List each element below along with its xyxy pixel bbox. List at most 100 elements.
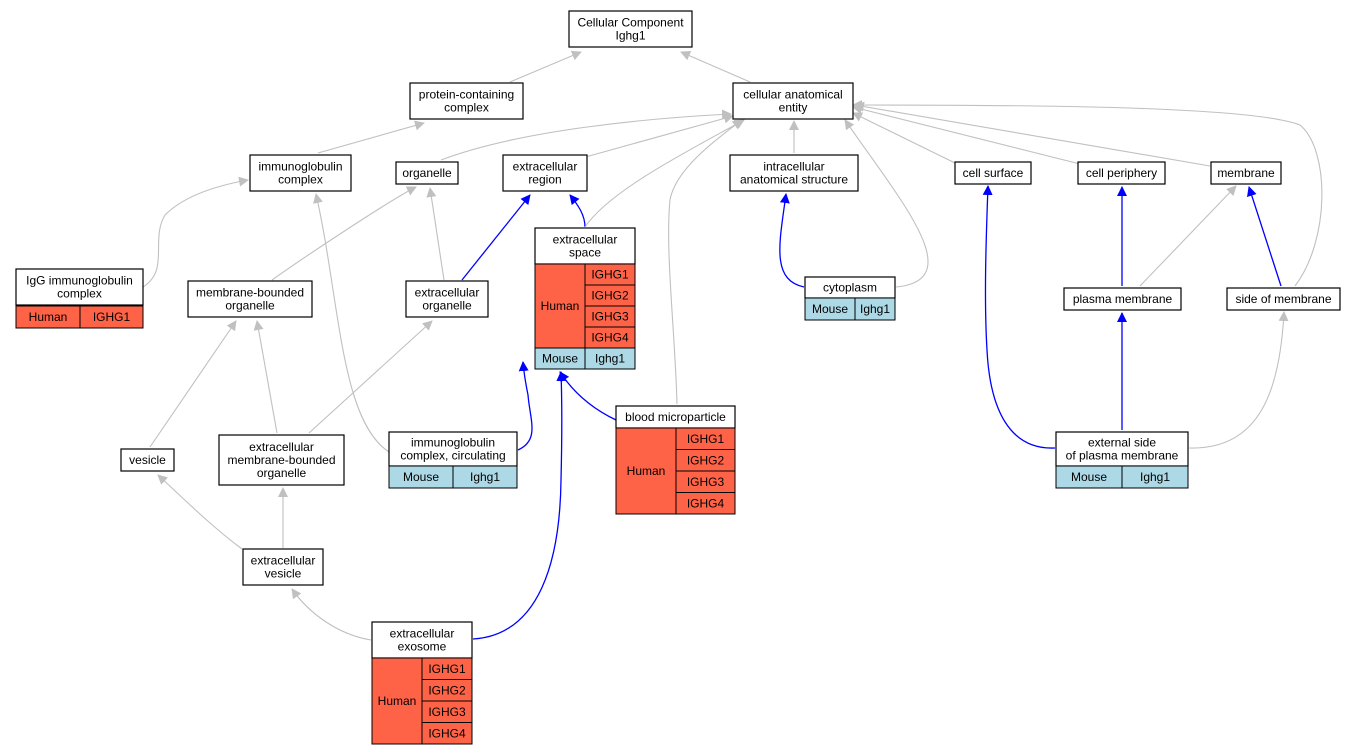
species-cell [615,427,677,515]
node-box [242,548,324,586]
node-label-line: immunoglobulin [411,436,495,450]
node-label-line: exosome [398,640,447,654]
gene-label: IGHG2 [687,453,725,467]
edge-side-membrane-to-membrane [1247,186,1282,287]
node-label-line: intracellular [763,160,824,174]
node-label-line: protein-containing [419,88,514,102]
gene-label: IGHG1 [591,268,629,282]
edge-ext-organelle-to-ext-region [461,194,531,281]
node-label-line: extracellular [249,440,314,454]
node-membrane[interactable]: membrane [1210,161,1282,185]
gene-cell [854,297,896,321]
edge-ig-circulating-to-ext-space [517,361,533,451]
node-label-line: Cellular Component [577,16,684,30]
species-label: Mouse [542,352,578,366]
edge-igg-complex-to-ig-complex [142,176,249,288]
edge-side-membrane-to-cae [852,100,1323,287]
gene-label: IGHG1 [428,662,466,676]
node-label-line: extracellular [415,286,480,300]
gene-cell [452,465,518,489]
node-box [1063,287,1182,311]
gene-label: Ighg1 [1140,470,1170,484]
node-label-line: Ighg1 [615,29,645,43]
edge-ext-side-pm-to-cell-surface [982,185,1056,449]
node-label-line: organelle [402,166,452,180]
node-cell-surface[interactable]: cell surface [954,161,1032,185]
node-box [409,82,524,120]
node-box [729,154,859,192]
gene-label: Ighg1 [470,470,500,484]
edge-mb-organelle-to-organelle [271,186,417,281]
node-plasma-membrane[interactable]: plasma membrane [1063,287,1182,311]
node-label-line: vesicle [129,453,166,467]
species-label: Mouse [403,470,439,484]
gene-label: IGHG2 [428,683,466,697]
species-label: Human [541,299,580,313]
edge-cytoplasm-to-intra-struct [779,193,805,288]
node-cell-periphery[interactable]: cell periphery [1077,161,1166,185]
node-blood-microparticle[interactable]: blood microparticleHumanIGHG1IGHG2IGHG3I… [615,405,736,515]
node-ext-exosome[interactable]: extracellularexosomeHumanIGHG1IGHG2IGHG3… [371,621,473,745]
edge-ext-mb-organelle-to-ext-organelle [308,320,433,434]
node-box [1077,161,1166,185]
node-box [534,227,636,265]
node-organelle[interactable]: organelle [395,161,459,185]
edge-ext-vesicle-to-vesicle [157,474,243,550]
node-box [218,434,345,486]
edge-ig-complex-to-protein-complex [317,120,425,154]
node-label-line: complex [278,173,323,187]
edge-cell-periphery-to-cae [852,104,1081,165]
node-label-line: anatomical structure [740,173,848,187]
gene-cell [1121,465,1189,489]
gene-label: IGHG1 [687,432,725,446]
node-label-line: cytoplasm [823,281,877,295]
node-side-membrane[interactable]: side of membrane [1226,287,1341,311]
node-label-line: blood microparticle [625,410,726,424]
node-label-line: extracellular [251,554,316,568]
node-label-line: organelle [422,299,472,313]
edge-ext-region-to-cae [581,113,734,159]
node-label-line: cellular anatomical [743,88,842,102]
node-label-line: complex [444,101,489,115]
edge-protein-complex-to-root [509,50,582,83]
species-label: Human [378,694,417,708]
edge-cae-to-root [680,51,751,83]
species-label: Mouse [1071,470,1107,484]
node-label-line: space [569,246,601,260]
node-ext-space[interactable]: extracellularspaceHumanIGHG1IGHG2IGHG3IG… [534,227,636,370]
node-box [395,161,459,185]
node-label-line: organelle [225,299,275,313]
edge-organelle-to-cae [440,109,732,161]
node-box [371,621,473,659]
node-label-line: immunoglobulin [258,160,342,174]
node-vesicle[interactable]: vesicle [120,448,175,472]
node-label-line: entity [779,101,808,115]
edge-ext-space-to-ext-region [569,194,586,228]
gene-cell [675,492,736,515]
species-label: Mouse [812,302,848,316]
node-box [502,154,588,192]
node-box [249,154,352,192]
gene-label: IGHG1 [93,310,131,324]
gene-label: IGHG3 [687,475,725,489]
node-box [120,448,175,472]
gene-cell [79,305,144,329]
edge-blood-microparticle-to-ext-space [559,371,617,421]
edge-ext-mb-organelle-to-mb-organelle [253,320,278,434]
node-box [568,10,693,48]
edge-cell-surface-to-cae [852,112,958,165]
